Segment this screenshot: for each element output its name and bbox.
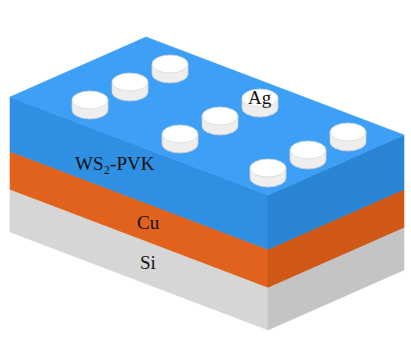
electrode-top [152,55,188,73]
electrode-label: Ag [248,88,271,109]
electrode-top [290,141,326,159]
layer-top-face [10,37,404,195]
ag-electrodes [72,55,366,187]
layer-label: WS₂-PVK [75,154,154,175]
layer-label: Si [140,253,156,274]
electrode-top [112,73,148,91]
electrode-top [202,107,238,125]
electrode-top [162,125,198,143]
electrode-top [330,123,366,141]
layer-side-face [268,228,404,330]
electrode-top [250,159,286,177]
layer-faces [10,37,404,330]
layer-label: Cu [137,213,159,234]
electrode-top [72,91,108,109]
layer-front-face [10,190,268,330]
